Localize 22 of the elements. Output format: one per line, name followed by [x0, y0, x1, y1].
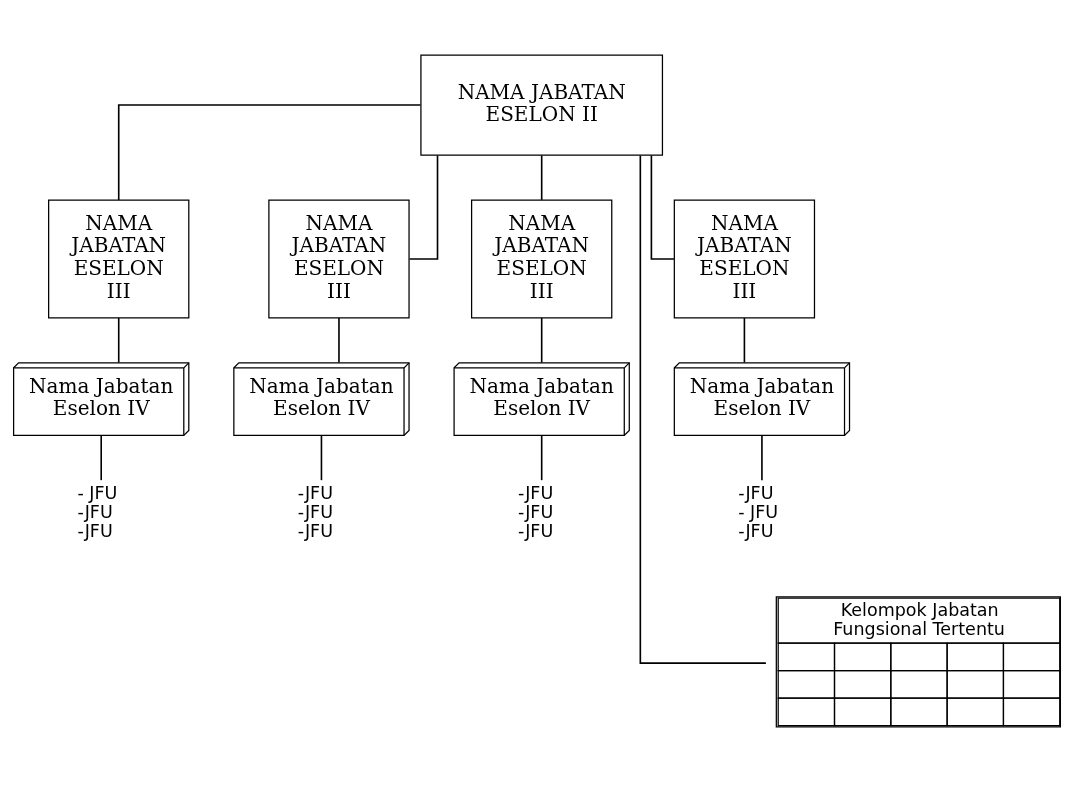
- connector: [540, 154, 543, 201]
- connector: [743, 317, 746, 364]
- node-box: NAMA JABATAN ESELON III: [673, 199, 816, 319]
- node-box: NAMA JABATAN ESELON III: [471, 199, 613, 319]
- connector: [338, 317, 340, 364]
- connector: [320, 434, 323, 481]
- node-box: NAMA JABATAN ESELON II: [420, 54, 664, 156]
- connector: [100, 434, 103, 481]
- node-text: -JFU -JFU -JFU: [517, 483, 554, 542]
- connector: [639, 154, 767, 664]
- node-text: - JFU -JFU -JFU: [77, 483, 118, 542]
- connector: [408, 154, 439, 260]
- connector: [540, 434, 543, 481]
- connector: [761, 434, 763, 481]
- node-box: NAMA JABATAN ESELON III: [48, 199, 190, 319]
- connector: [117, 104, 422, 201]
- node-box: NAMA JABATAN ESELON III: [268, 199, 410, 319]
- connector: [650, 154, 675, 260]
- connector: [540, 317, 543, 364]
- node-text: -JFU - JFU -JFU: [738, 483, 779, 542]
- node-text: -JFU -JFU -JFU: [297, 483, 333, 542]
- connector: [117, 317, 120, 364]
